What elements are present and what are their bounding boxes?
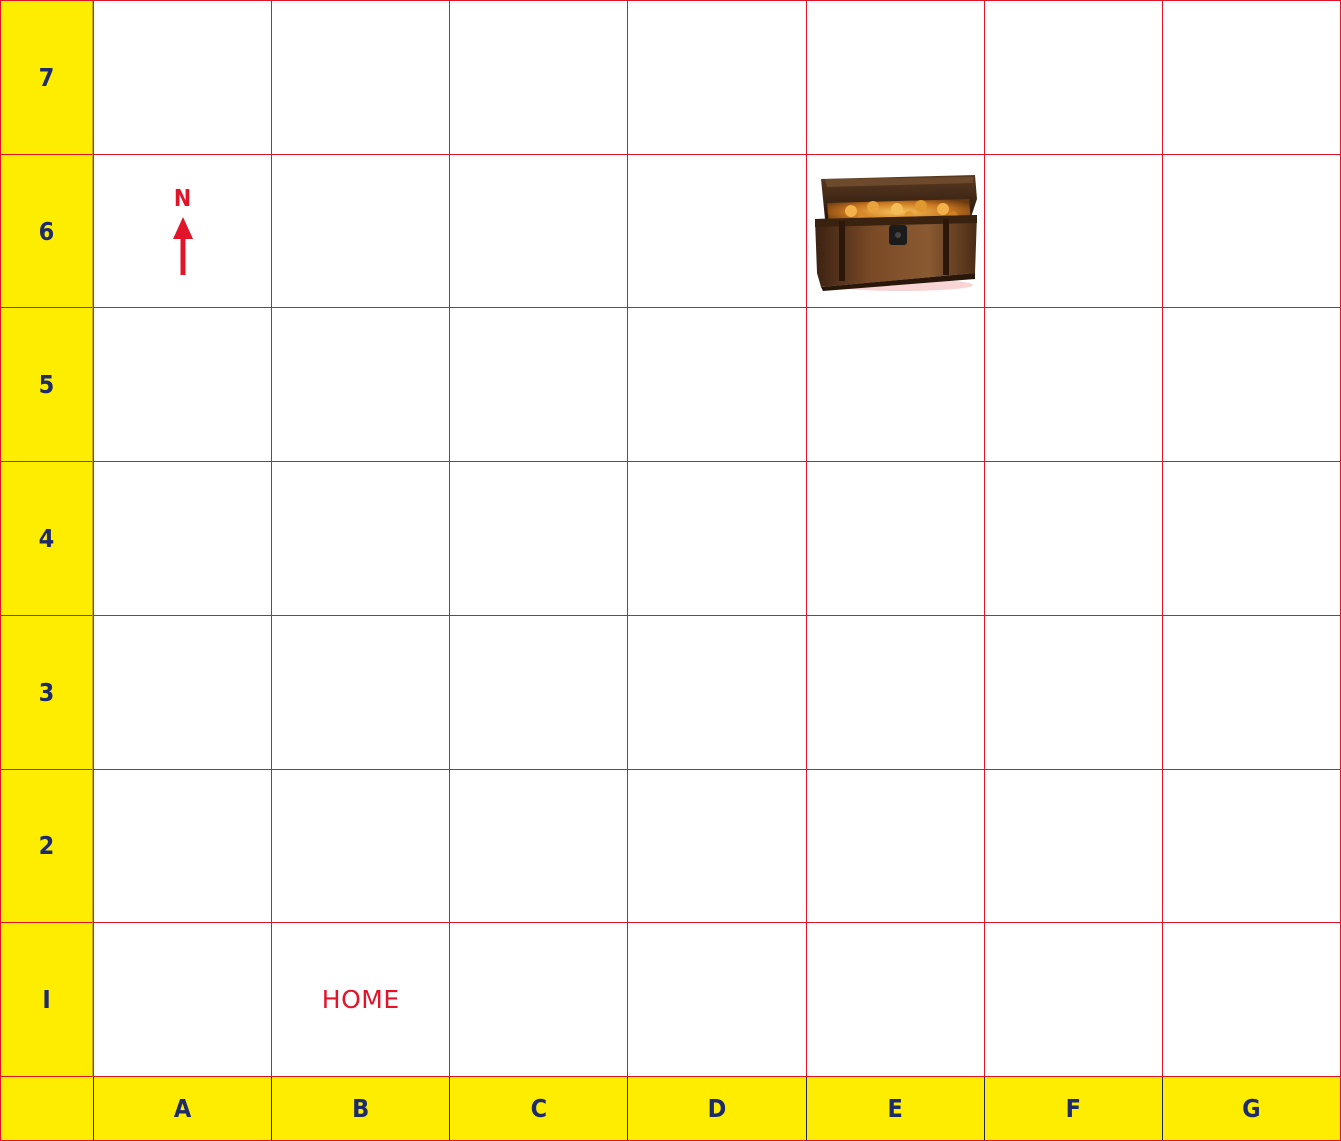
- cell-g7[interactable]: [1162, 1, 1340, 155]
- cell-f2[interactable]: [984, 770, 1162, 924]
- row-label-4: 4: [0, 462, 93, 616]
- cell-f4[interactable]: [984, 462, 1162, 616]
- cell-a1[interactable]: [93, 923, 271, 1077]
- cell-d1[interactable]: [627, 923, 805, 1077]
- compass-north-letter: N: [174, 188, 191, 211]
- column-label-f: F: [984, 1077, 1162, 1141]
- cell-c2[interactable]: [449, 770, 627, 924]
- cell-d5[interactable]: [627, 308, 805, 462]
- cell-c5[interactable]: [449, 308, 627, 462]
- column-label-a: A: [93, 1077, 271, 1141]
- cell-g4[interactable]: [1162, 462, 1340, 616]
- cell-c6[interactable]: [449, 155, 627, 309]
- cell-e6[interactable]: [806, 155, 984, 309]
- cell-d6[interactable]: [627, 155, 805, 309]
- cell-a5[interactable]: [93, 308, 271, 462]
- cell-b7[interactable]: [271, 1, 449, 155]
- cell-b6[interactable]: [271, 155, 449, 309]
- cell-b4[interactable]: [271, 462, 449, 616]
- row-label-3: 3: [0, 616, 93, 770]
- cell-c4[interactable]: [449, 462, 627, 616]
- north-arrow-icon: [173, 217, 193, 275]
- cell-b5[interactable]: [271, 308, 449, 462]
- compass: N: [173, 188, 193, 275]
- cell-b2[interactable]: [271, 770, 449, 924]
- cell-a7[interactable]: [93, 1, 271, 155]
- cell-e7[interactable]: [806, 1, 984, 155]
- cell-b3[interactable]: [271, 616, 449, 770]
- cell-c1[interactable]: [449, 923, 627, 1077]
- cell-g6[interactable]: [1162, 155, 1340, 309]
- cell-f1[interactable]: [984, 923, 1162, 1077]
- cell-g2[interactable]: [1162, 770, 1340, 924]
- cell-e2[interactable]: [806, 770, 984, 924]
- row-label-5: 5: [0, 308, 93, 462]
- cell-e4[interactable]: [806, 462, 984, 616]
- cell-c3[interactable]: [449, 616, 627, 770]
- cell-e5[interactable]: [806, 308, 984, 462]
- cell-d4[interactable]: [627, 462, 805, 616]
- cell-a4[interactable]: [93, 462, 271, 616]
- cell-d2[interactable]: [627, 770, 805, 924]
- cell-f7[interactable]: [984, 1, 1162, 155]
- cell-g5[interactable]: [1162, 308, 1340, 462]
- cell-c7[interactable]: [449, 1, 627, 155]
- cell-a6[interactable]: N: [93, 155, 271, 309]
- cell-f5[interactable]: [984, 308, 1162, 462]
- cell-e3[interactable]: [806, 616, 984, 770]
- cell-f3[interactable]: [984, 616, 1162, 770]
- row-label-1: I: [0, 923, 93, 1077]
- cell-g1[interactable]: [1162, 923, 1340, 1077]
- treasure-chest-icon: [811, 169, 979, 293]
- cell-d7[interactable]: [627, 1, 805, 155]
- column-label-d: D: [627, 1077, 805, 1141]
- row-label-6: 6: [0, 155, 93, 309]
- corner-cell: [0, 1077, 93, 1141]
- column-label-c: C: [449, 1077, 627, 1141]
- cell-a2[interactable]: [93, 770, 271, 924]
- home-label: HOME: [322, 985, 400, 1014]
- column-label-b: B: [271, 1077, 449, 1141]
- column-label-g: G: [1162, 1077, 1340, 1141]
- cell-d3[interactable]: [627, 616, 805, 770]
- cell-e1[interactable]: [806, 923, 984, 1077]
- row-label-7: 7: [0, 1, 93, 155]
- cell-a3[interactable]: [93, 616, 271, 770]
- cell-b1[interactable]: HOME: [271, 923, 449, 1077]
- cell-f6[interactable]: [984, 155, 1162, 309]
- cell-g3[interactable]: [1162, 616, 1340, 770]
- column-label-e: E: [806, 1077, 984, 1141]
- row-label-2: 2: [0, 770, 93, 924]
